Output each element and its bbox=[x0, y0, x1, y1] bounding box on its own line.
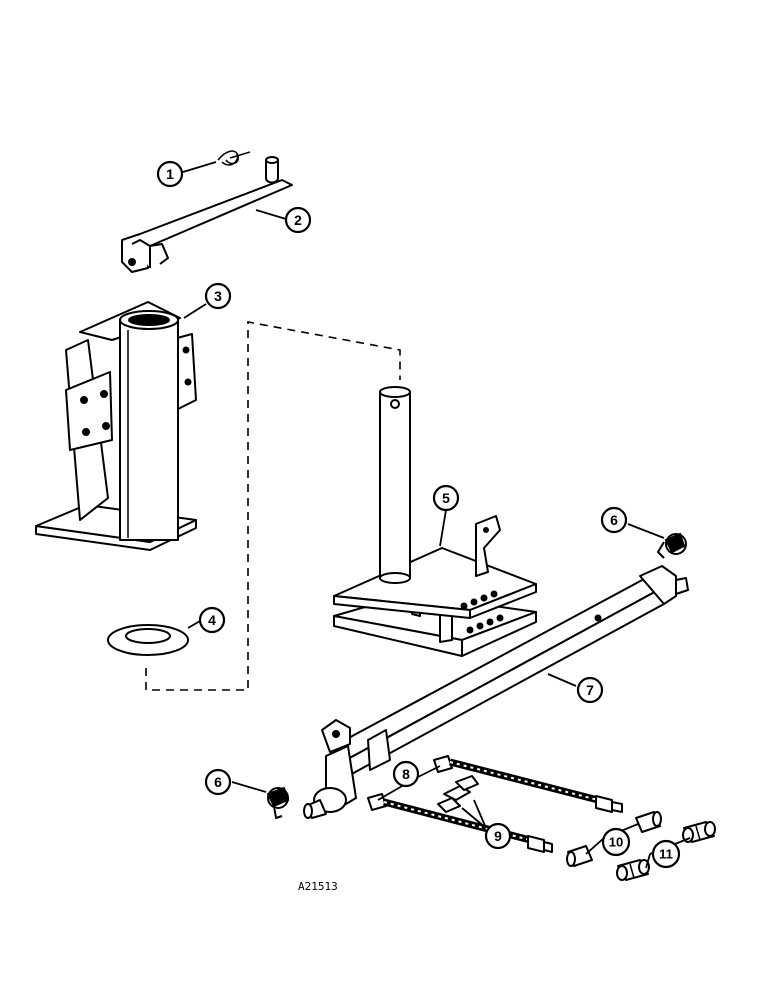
callout-11-label: 11 bbox=[659, 847, 673, 862]
callout-3: 3 bbox=[204, 282, 232, 310]
callout-5-label: 5 bbox=[442, 490, 450, 506]
callout-4: 4 bbox=[198, 606, 226, 634]
callout-1: 1 bbox=[156, 160, 184, 188]
reference-code: A21513 bbox=[298, 880, 338, 893]
callout-4-label: 4 bbox=[208, 612, 216, 628]
lynch-pin-lower-part bbox=[266, 786, 290, 819]
callout-9-label: 9 bbox=[494, 828, 502, 844]
coupler-lower-part bbox=[616, 859, 650, 881]
hair-pin-part bbox=[217, 150, 251, 166]
callout-10: 10 bbox=[601, 827, 631, 857]
lever-arm-part bbox=[121, 156, 293, 273]
adapter-lower-part bbox=[566, 845, 593, 867]
alignment-dashed-line bbox=[145, 321, 401, 691]
jack-stand-part bbox=[35, 301, 197, 551]
spindle-base-part bbox=[333, 386, 537, 657]
callout-7-label: 7 bbox=[586, 682, 594, 698]
lynch-pin-upper-part bbox=[657, 532, 687, 559]
callout-10-label: 10 bbox=[609, 835, 623, 850]
adapter-upper-part bbox=[635, 811, 662, 833]
callout-8: 8 bbox=[392, 760, 420, 788]
callout-6-lower-label: 6 bbox=[214, 774, 222, 790]
hydraulic-hose-lower-part bbox=[367, 793, 553, 853]
washer-part bbox=[107, 624, 189, 656]
callout-2-label: 2 bbox=[294, 212, 302, 228]
callout-7: 7 bbox=[576, 676, 604, 704]
callout-11: 11 bbox=[651, 839, 681, 869]
callout-6-upper-label: 6 bbox=[610, 512, 618, 528]
callout-6-upper: 6 bbox=[600, 506, 628, 534]
callout-5: 5 bbox=[432, 484, 460, 512]
callout-6-lower: 6 bbox=[204, 768, 232, 796]
callout-3-label: 3 bbox=[214, 288, 222, 304]
hose-clamp-part bbox=[437, 775, 479, 813]
callout-1-label: 1 bbox=[166, 166, 174, 182]
main-beam-part bbox=[303, 565, 689, 819]
callout-8-label: 8 bbox=[402, 766, 410, 782]
callout-2: 2 bbox=[284, 206, 312, 234]
callout-9: 9 bbox=[484, 822, 512, 850]
